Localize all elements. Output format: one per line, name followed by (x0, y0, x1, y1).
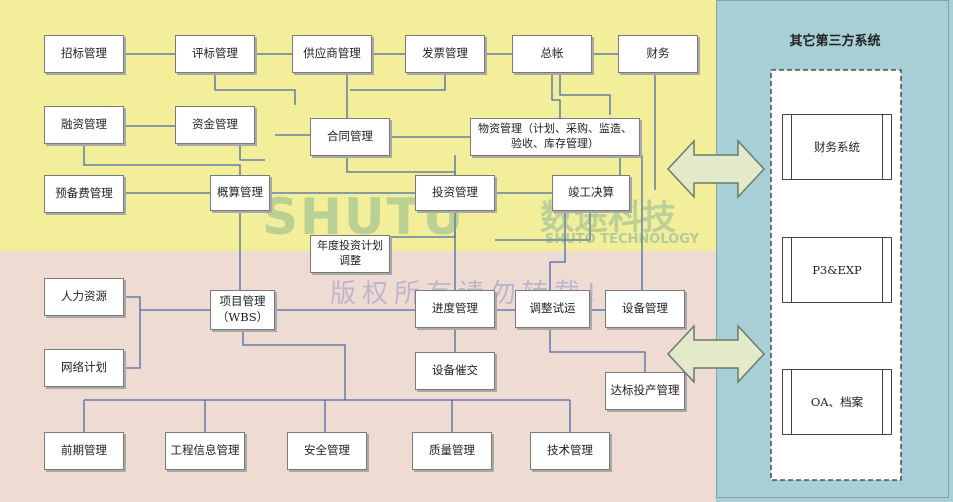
module-contract: 合同管理 (310, 118, 390, 156)
module-hr: 人力资源 (44, 278, 124, 316)
module-evaluation: 评标管理 (175, 35, 255, 73)
module-bidding: 招标管理 (44, 35, 124, 73)
module-wbs: 项目管理（WBS） (210, 290, 275, 330)
system-finance: 财务系统 (782, 114, 892, 180)
double-arrow-upper (666, 139, 766, 199)
module-handover: 设备催交 (415, 352, 495, 390)
module-investment: 投资管理 (415, 175, 495, 211)
module-final-accounts: 竣工决算 (552, 175, 630, 211)
module-equipment: 设备管理 (605, 290, 685, 328)
system-p3exp: P3&EXP (782, 237, 892, 303)
module-financing: 融资管理 (44, 106, 124, 144)
module-finance: 财务 (618, 35, 698, 73)
module-material: 物资管理（计划、采购、监造、验收、库存管理） (470, 118, 640, 156)
system-oa-label: OA、档案 (791, 370, 883, 434)
module-network: 网络计划 (44, 349, 124, 387)
system-oa: OA、档案 (782, 369, 892, 435)
right-panel-border (716, 0, 949, 498)
module-progress: 进度管理 (415, 290, 495, 328)
third-party-title: 其它第三方系统 (789, 34, 881, 49)
module-compliance: 达标投产管理 (605, 372, 685, 410)
double-arrow-lower (666, 324, 766, 384)
module-budget: 概算管理 (210, 175, 270, 211)
module-safety: 安全管理 (287, 432, 367, 470)
module-reserve: 预备费管理 (44, 175, 124, 213)
system-p3exp-label: P3&EXP (791, 238, 883, 302)
module-ledger: 总帐 (512, 35, 592, 73)
module-tech: 技术管理 (530, 432, 610, 470)
module-info: 工程信息管理 (165, 432, 245, 470)
module-quality: 质量管理 (412, 432, 492, 470)
module-preliminary: 前期管理 (44, 432, 124, 470)
module-funds: 资金管理 (175, 106, 255, 144)
module-commissioning: 调整试运 (515, 290, 590, 328)
module-annual-plan: 年度投资计划调整 (310, 235, 390, 273)
module-supplier: 供应商管理 (292, 35, 372, 73)
module-invoice: 发票管理 (405, 35, 485, 73)
system-finance-label: 财务系统 (791, 115, 883, 179)
watermark-brand-en: SHUTO TECHNOLOGY (545, 232, 700, 247)
